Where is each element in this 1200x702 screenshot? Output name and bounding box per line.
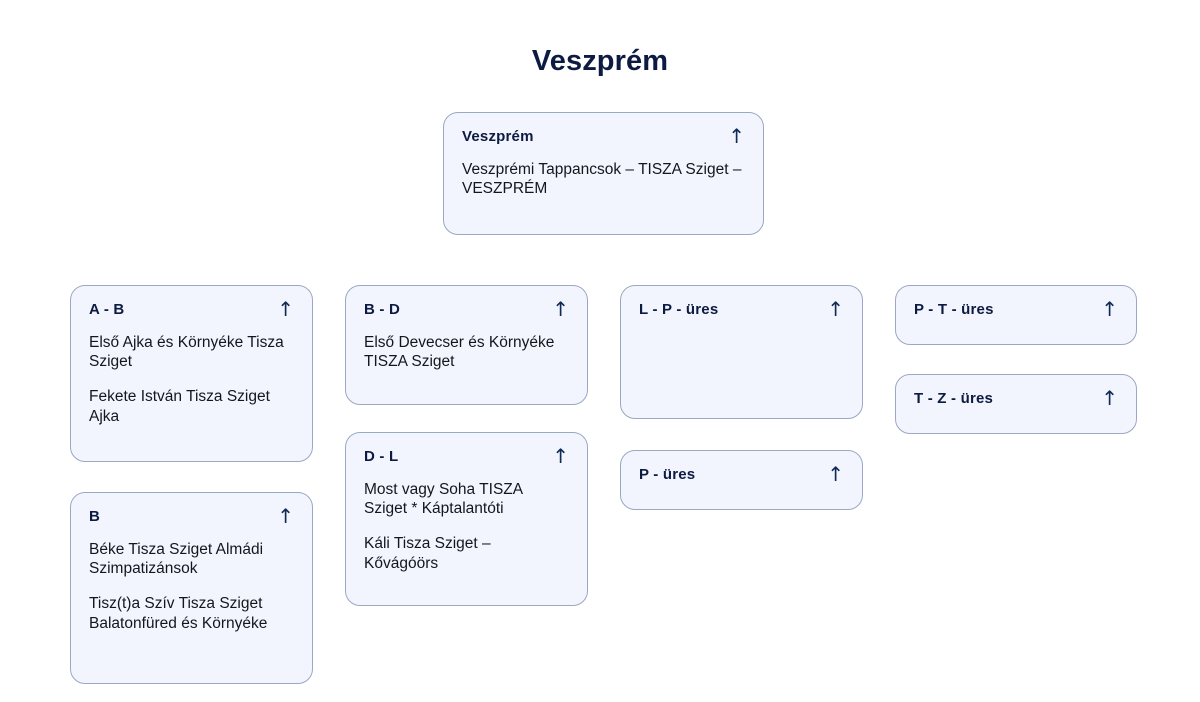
card-header: B ↑ [89, 504, 294, 528]
card-title: Veszprém [462, 128, 534, 145]
list-item: Első Devecser és Környéke TISZA Sziget [364, 333, 555, 370]
up-arrow-icon[interactable]: ↑ [827, 297, 844, 321]
card-title: D - L [364, 448, 399, 465]
list-item: Veszprémi Tappancsok – TISZA Sziget – VE… [462, 160, 742, 197]
card-header: P - T - üres ↑ [914, 297, 1118, 321]
up-arrow-icon[interactable]: ↑ [277, 504, 294, 528]
card-header: P - üres ↑ [639, 462, 844, 486]
list-item: Fekete István Tisza Sziget Ajka [89, 388, 270, 425]
up-arrow-icon[interactable]: ↑ [277, 297, 294, 321]
card-p-ures[interactable]: P - üres ↑ [620, 450, 863, 510]
card-l-p-ures[interactable]: L - P - üres ↑ [620, 285, 863, 419]
card-title: B - D [364, 301, 400, 318]
list-item: Káli Tisza Sziget – Kővágóörs [364, 535, 491, 572]
up-arrow-icon[interactable]: ↑ [827, 462, 844, 486]
card-body: Béke Tisza Sziget Almádi Szimpatizánsok … [89, 540, 294, 634]
card-body: Első Devecser és Környéke TISZA Sziget [364, 333, 569, 372]
card-title: P - T - üres [914, 301, 994, 318]
card-header: D - L ↑ [364, 444, 569, 468]
card-t-z-ures[interactable]: T - Z - üres ↑ [895, 374, 1137, 434]
up-arrow-icon[interactable]: ↑ [552, 297, 569, 321]
list-item: Első Ajka és Környéke Tisza Sziget [89, 333, 284, 370]
card-a-b[interactable]: A - B ↑ Első Ajka és Környéke Tisza Szig… [70, 285, 313, 462]
card-body: Veszprémi Tappancsok – TISZA Sziget – VE… [462, 160, 745, 199]
card-header: A - B ↑ [89, 297, 294, 321]
list-item: Béke Tisza Sziget Almádi Szimpatizánsok [89, 540, 264, 577]
card-title: L - P - üres [639, 301, 719, 318]
up-arrow-icon[interactable]: ↑ [1101, 386, 1118, 410]
page-title: Veszprém [531, 45, 669, 78]
list-item: Tisz(t)a Szív Tisza Sziget Balatonfüred … [89, 595, 268, 632]
card-b[interactable]: B ↑ Béke Tisza Sziget Almádi Szimpatizán… [70, 492, 313, 684]
card-header: B - D ↑ [364, 297, 569, 321]
card-title: A - B [89, 301, 125, 318]
card-title: T - Z - üres [914, 390, 994, 407]
card-veszprem[interactable]: Veszprém ↑ Veszprémi Tappancsok – TISZA … [443, 112, 764, 235]
up-arrow-icon[interactable]: ↑ [1101, 297, 1118, 321]
card-body: Most vagy Soha TISZA Sziget * Káptalantó… [364, 480, 569, 574]
card-body: Első Ajka és Környéke Tisza Sziget Feket… [89, 333, 294, 427]
card-p-t-ures[interactable]: P - T - üres ↑ [895, 285, 1137, 345]
card-title: B [89, 508, 101, 525]
card-d-l[interactable]: D - L ↑ Most vagy Soha TISZA Sziget * Ká… [345, 432, 588, 606]
up-arrow-icon[interactable]: ↑ [552, 444, 569, 468]
up-arrow-icon[interactable]: ↑ [728, 124, 745, 148]
card-header: Veszprém ↑ [462, 124, 745, 148]
list-item: Most vagy Soha TISZA Sziget * Káptalantó… [364, 480, 523, 517]
card-b-d[interactable]: B - D ↑ Első Devecser és Környéke TISZA … [345, 285, 588, 405]
card-header: T - Z - üres ↑ [914, 386, 1118, 410]
card-header: L - P - üres ↑ [639, 297, 844, 321]
card-title: P - üres [639, 466, 696, 483]
